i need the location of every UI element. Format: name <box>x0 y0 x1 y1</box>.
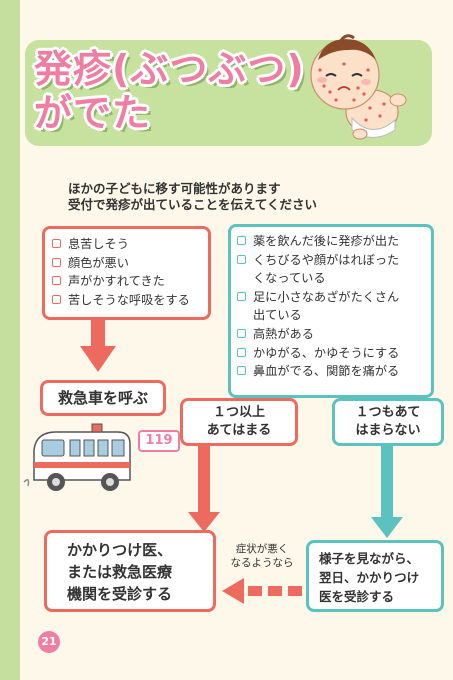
checkbox-icon <box>52 239 61 248</box>
warning-symptoms-box: 薬を飲んだ後に発疹が出た くちびるや顔がはれぼったくなっている 足に小さなあざが… <box>228 224 434 398</box>
list-item: かゆがる、かゆそうにする <box>237 344 431 363</box>
checkbox-icon <box>237 291 246 301</box>
arrow-down-to-watch-head <box>371 517 403 538</box>
checkbox-icon <box>237 328 246 338</box>
call-ambulance-box: 救急車を呼ぶ <box>40 380 166 416</box>
arrow-down-to-watch-shaft <box>381 444 393 520</box>
one-or-more-applies-box: １つ以上 あてはまる <box>180 398 298 446</box>
list-item: 高熱がある <box>237 325 431 344</box>
arrow-down-to-doctor-head <box>188 512 220 532</box>
page-number: 21 <box>38 631 60 653</box>
arrow-down-to-ambulance-head <box>80 346 116 372</box>
ambulance-illustration <box>23 423 131 491</box>
checkbox-icon <box>52 294 61 304</box>
checkbox-icon <box>52 257 61 267</box>
arrow-down-to-ambulance-shaft <box>91 318 105 348</box>
checkbox-icon <box>237 254 246 264</box>
list-item: 声がかすれてきた <box>52 272 208 291</box>
list-item: 息苦しそう <box>52 235 208 254</box>
visit-doctor-box: かかりつけ医、 または救急医療 機関を受診する <box>44 530 216 612</box>
intro-line2: 受付で発疹が出ていることを伝えてください <box>68 197 318 212</box>
ambulance-number-badge: 119 <box>138 430 180 452</box>
page-title-line1: 発疹(ぶつぶつ) <box>34 47 305 91</box>
list-item: 足に小さなあざがたくさん出ている <box>237 288 431 325</box>
intro-line1: ほかの子どもに移す可能性があります <box>68 181 281 196</box>
urgent-symptoms-list: 息苦しそう 顔色が悪い 声がかすれてきた 苦しそうな呼吸をする <box>45 229 208 309</box>
dashed-arrow-left <box>222 578 302 604</box>
checkbox-icon <box>52 276 61 286</box>
page-title-line2: がでた <box>34 91 152 135</box>
list-item: 薬を飲んだ後に発疹が出た <box>237 232 431 251</box>
warning-symptoms-list: 薬を飲んだ後に発疹が出た くちびるや顔がはれぼったくなっている 足に小さなあざが… <box>231 227 431 381</box>
watch-next-day-box: 様子を見ながら、 翌日、かかりつけ 医を受診する <box>306 540 444 612</box>
checkbox-icon <box>237 366 246 376</box>
if-worse-note: 症状が悪く なるようなら <box>230 543 294 569</box>
checkbox-icon <box>237 236 246 245</box>
baby-rash-illustration <box>310 34 407 140</box>
checkbox-icon <box>237 347 246 357</box>
list-item: 顔色が悪い <box>52 254 208 273</box>
list-item: 鼻血がでる、関節を痛がる <box>237 362 431 381</box>
list-item: くちびるや顔がはれぼったくなっている <box>237 251 431 288</box>
urgent-symptoms-box: 息苦しそう 顔色が悪い 声がかすれてきた 苦しそうな呼吸をする <box>42 226 211 320</box>
none-apply-box: １つもあて はまらない <box>332 398 444 446</box>
list-item: 苦しそうな呼吸をする <box>52 291 208 310</box>
arrow-down-to-doctor-shaft <box>198 446 210 516</box>
side-stripe <box>0 0 20 680</box>
